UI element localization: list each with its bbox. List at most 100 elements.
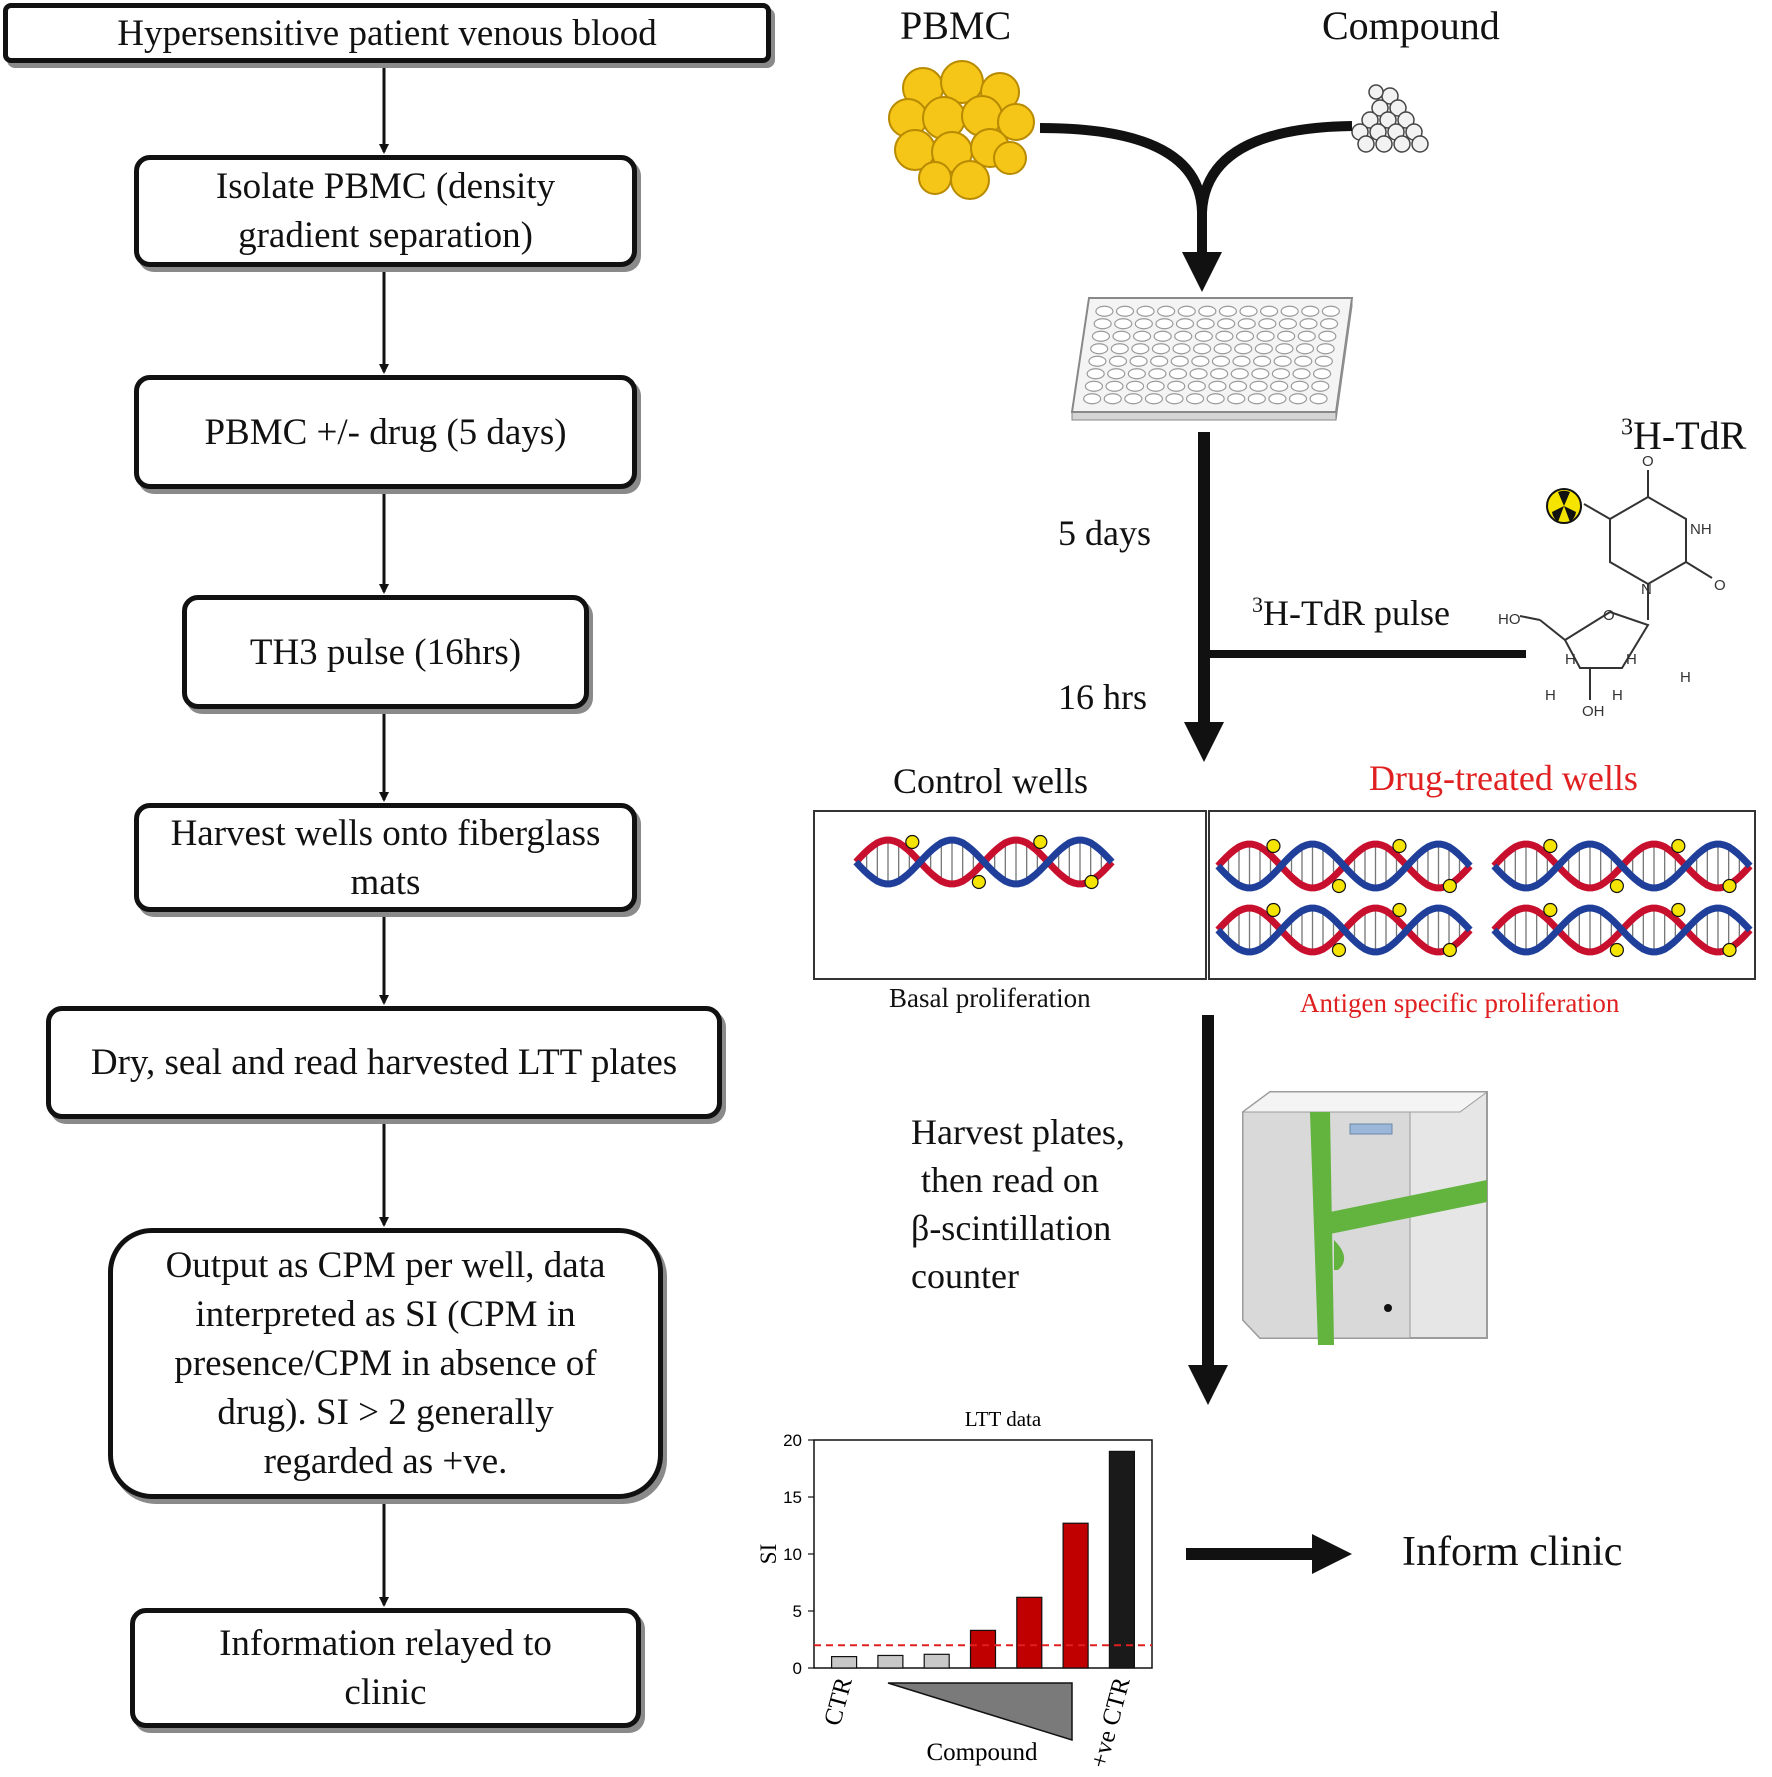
basal-proliferation-label: Basal proliferation	[889, 983, 1091, 1013]
plate-well	[1256, 330, 1275, 342]
plate-well	[1187, 380, 1206, 392]
svg-text:H: H	[1612, 687, 1623, 704]
plate-well	[1124, 393, 1143, 405]
harvest-line-1: Harvest plates,	[911, 1112, 1125, 1152]
dna-helix-icon	[1215, 902, 1473, 958]
plate-well	[1228, 380, 1248, 392]
radioactive-label-icon	[1543, 902, 1558, 918]
radioactive-label-icon	[905, 834, 920, 850]
plate-well	[1295, 343, 1315, 355]
antigen-proliferation-label: Antigen specific proliferation	[1300, 988, 1620, 1018]
plate-well	[1288, 393, 1308, 405]
chart-bar	[830, 1655, 858, 1669]
plate-well	[1277, 330, 1296, 342]
plate-well	[1084, 380, 1104, 392]
compound-gradient-wedge	[887, 1682, 1073, 1742]
plate-well	[1174, 330, 1193, 342]
plate-well	[1312, 368, 1332, 380]
chart-bar	[1108, 1450, 1136, 1669]
plate-well	[1239, 305, 1258, 317]
radioactive-label-icon	[1609, 878, 1624, 894]
plate-well	[1271, 368, 1291, 380]
plate-well	[1218, 305, 1238, 317]
molecule-atom-labels: O NH O N HO O H H H H OH H	[1498, 453, 1726, 720]
plate-well	[1319, 318, 1339, 330]
radioactive-label-icon	[1442, 942, 1457, 958]
control-wells-panel	[813, 810, 1207, 980]
dna-helix-icon	[1491, 838, 1753, 894]
svg-text:H: H	[1680, 669, 1691, 686]
plate-well	[1210, 368, 1229, 380]
plate-well	[1280, 305, 1299, 317]
merge-lines	[1039, 121, 1353, 213]
svg-text:H: H	[1545, 687, 1556, 704]
x-tick-label: +ve CTR	[1086, 1674, 1136, 1771]
plate-well	[1234, 343, 1253, 355]
plate-well	[1168, 368, 1188, 380]
plate-well	[1268, 393, 1287, 405]
five-days-label: 5 days	[1058, 513, 1151, 553]
pbmc-cells-icon	[888, 60, 1035, 200]
dna-helix-icon	[1491, 902, 1753, 958]
plate-well	[1170, 355, 1189, 367]
plate-well	[1215, 330, 1234, 342]
svg-text:H: H	[1565, 651, 1576, 668]
inform-clinic-label: Inform clinic	[1402, 1529, 1623, 1575]
flow-step-harvest: Harvest wells onto fiberglass mats	[134, 803, 637, 912]
plate-well	[1115, 305, 1135, 317]
y-tick-label: 5	[793, 1602, 802, 1621]
plate-well	[1251, 368, 1270, 380]
plate-well	[1259, 305, 1279, 317]
plate-well	[1247, 393, 1266, 405]
plate-well	[1249, 380, 1268, 392]
tracer-label-text: H-TdR	[1633, 413, 1747, 458]
chart-bar	[923, 1653, 950, 1669]
radioactive-label-icon	[971, 874, 986, 890]
thymidine-molecule-icon	[1519, 470, 1713, 700]
plate-well	[1309, 393, 1328, 405]
plate-well	[1155, 318, 1174, 330]
well-plate-icon	[1070, 297, 1354, 421]
drug-wells-label: Drug-treated wells	[1369, 758, 1638, 798]
plate-well	[1105, 380, 1124, 392]
plate-well	[1211, 355, 1231, 367]
plate-well	[1112, 330, 1131, 342]
plate-well	[1103, 393, 1122, 405]
scintillation-counter-icon	[1241, 1091, 1489, 1345]
harvest-line-3: β-scintillation	[911, 1208, 1112, 1248]
plate-well	[1194, 330, 1213, 342]
plate-well	[1297, 330, 1316, 342]
radioactive-label-icon	[1033, 834, 1048, 850]
plate-well	[1091, 330, 1111, 342]
svg-text:O: O	[1603, 607, 1615, 624]
chart-y-label: SI	[756, 1544, 781, 1564]
plate-well	[1196, 318, 1215, 330]
chart-bar	[1062, 1522, 1089, 1669]
plate-well	[1144, 393, 1164, 405]
plate-well	[1110, 343, 1129, 355]
x-tick-label: CTR	[819, 1674, 858, 1728]
dna-helix-icon	[853, 834, 1115, 890]
radioactive-label-icon	[1671, 902, 1686, 918]
flow-step-culture: PBMC +/- drug (5 days)	[134, 375, 637, 489]
plate-well	[1165, 393, 1184, 405]
plate-well	[1129, 355, 1148, 367]
plate-well	[1189, 368, 1208, 380]
pulse-label-superscript: 3	[1252, 592, 1263, 617]
plate-well	[1114, 318, 1133, 330]
radioactive-label-icon	[1331, 878, 1347, 894]
plate-well	[1148, 368, 1167, 380]
radioactive-label-icon	[1266, 902, 1281, 918]
radioactive-label-icon	[1722, 878, 1737, 894]
chart-title: LTT data	[965, 1407, 1042, 1431]
y-tick-label: 10	[783, 1545, 802, 1564]
plate-well	[1321, 305, 1340, 317]
svg-text:H: H	[1626, 651, 1637, 668]
plate-well	[1108, 355, 1128, 367]
plate-well	[1157, 305, 1176, 317]
plate-well	[1177, 305, 1196, 317]
flow-step-pulse: TH3 pulse (16hrs)	[182, 595, 589, 709]
radioactive-label-icon	[1671, 838, 1686, 854]
plate-well	[1254, 343, 1273, 355]
